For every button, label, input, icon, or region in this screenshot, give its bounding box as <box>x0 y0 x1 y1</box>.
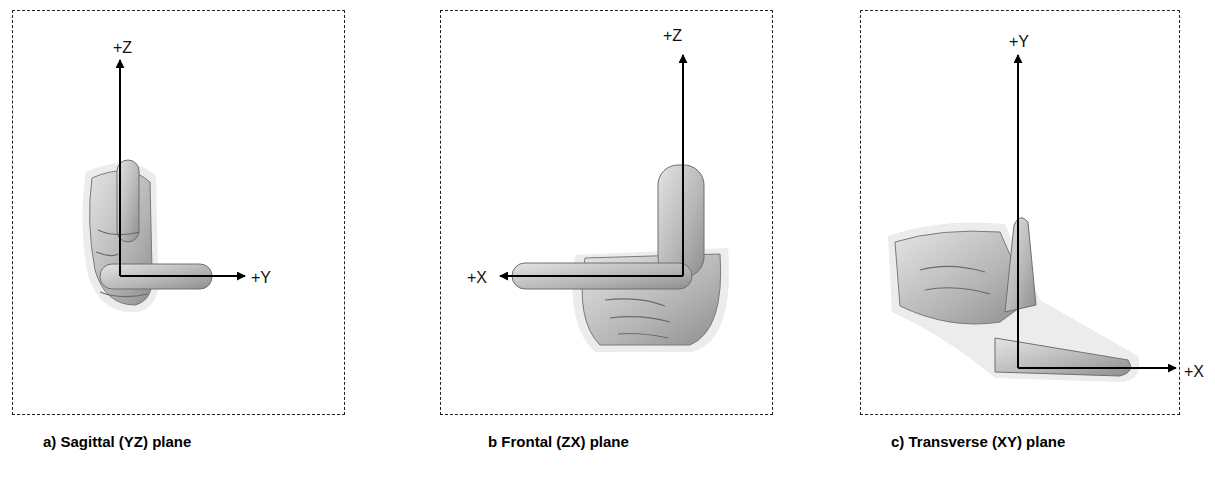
axis-label: +Z <box>113 39 132 57</box>
panel-caption: c) Transverse (XY) plane <box>891 433 1065 451</box>
hand-transverse <box>888 218 1139 382</box>
axis-label: +X <box>1184 363 1204 381</box>
plane-panel: +Y+Xc) Transverse (XY) plane <box>860 10 1180 415</box>
panel-caption: a) Sagittal (YZ) plane <box>43 433 191 451</box>
plane-panel: +Z+Xb Frontal (ZX) plane <box>440 10 773 415</box>
axis-label: +Y <box>1009 33 1029 51</box>
axis-label: +X <box>467 269 487 287</box>
plane-panel: +Z+Ya) Sagittal (YZ) plane <box>12 10 345 415</box>
hand-sagittal <box>82 160 212 312</box>
hand-frontal <box>512 165 729 352</box>
axes <box>120 55 1176 368</box>
axis-label: +Z <box>663 27 682 45</box>
panel-caption: b Frontal (ZX) plane <box>488 433 629 451</box>
axis-label: +Y <box>251 269 271 287</box>
